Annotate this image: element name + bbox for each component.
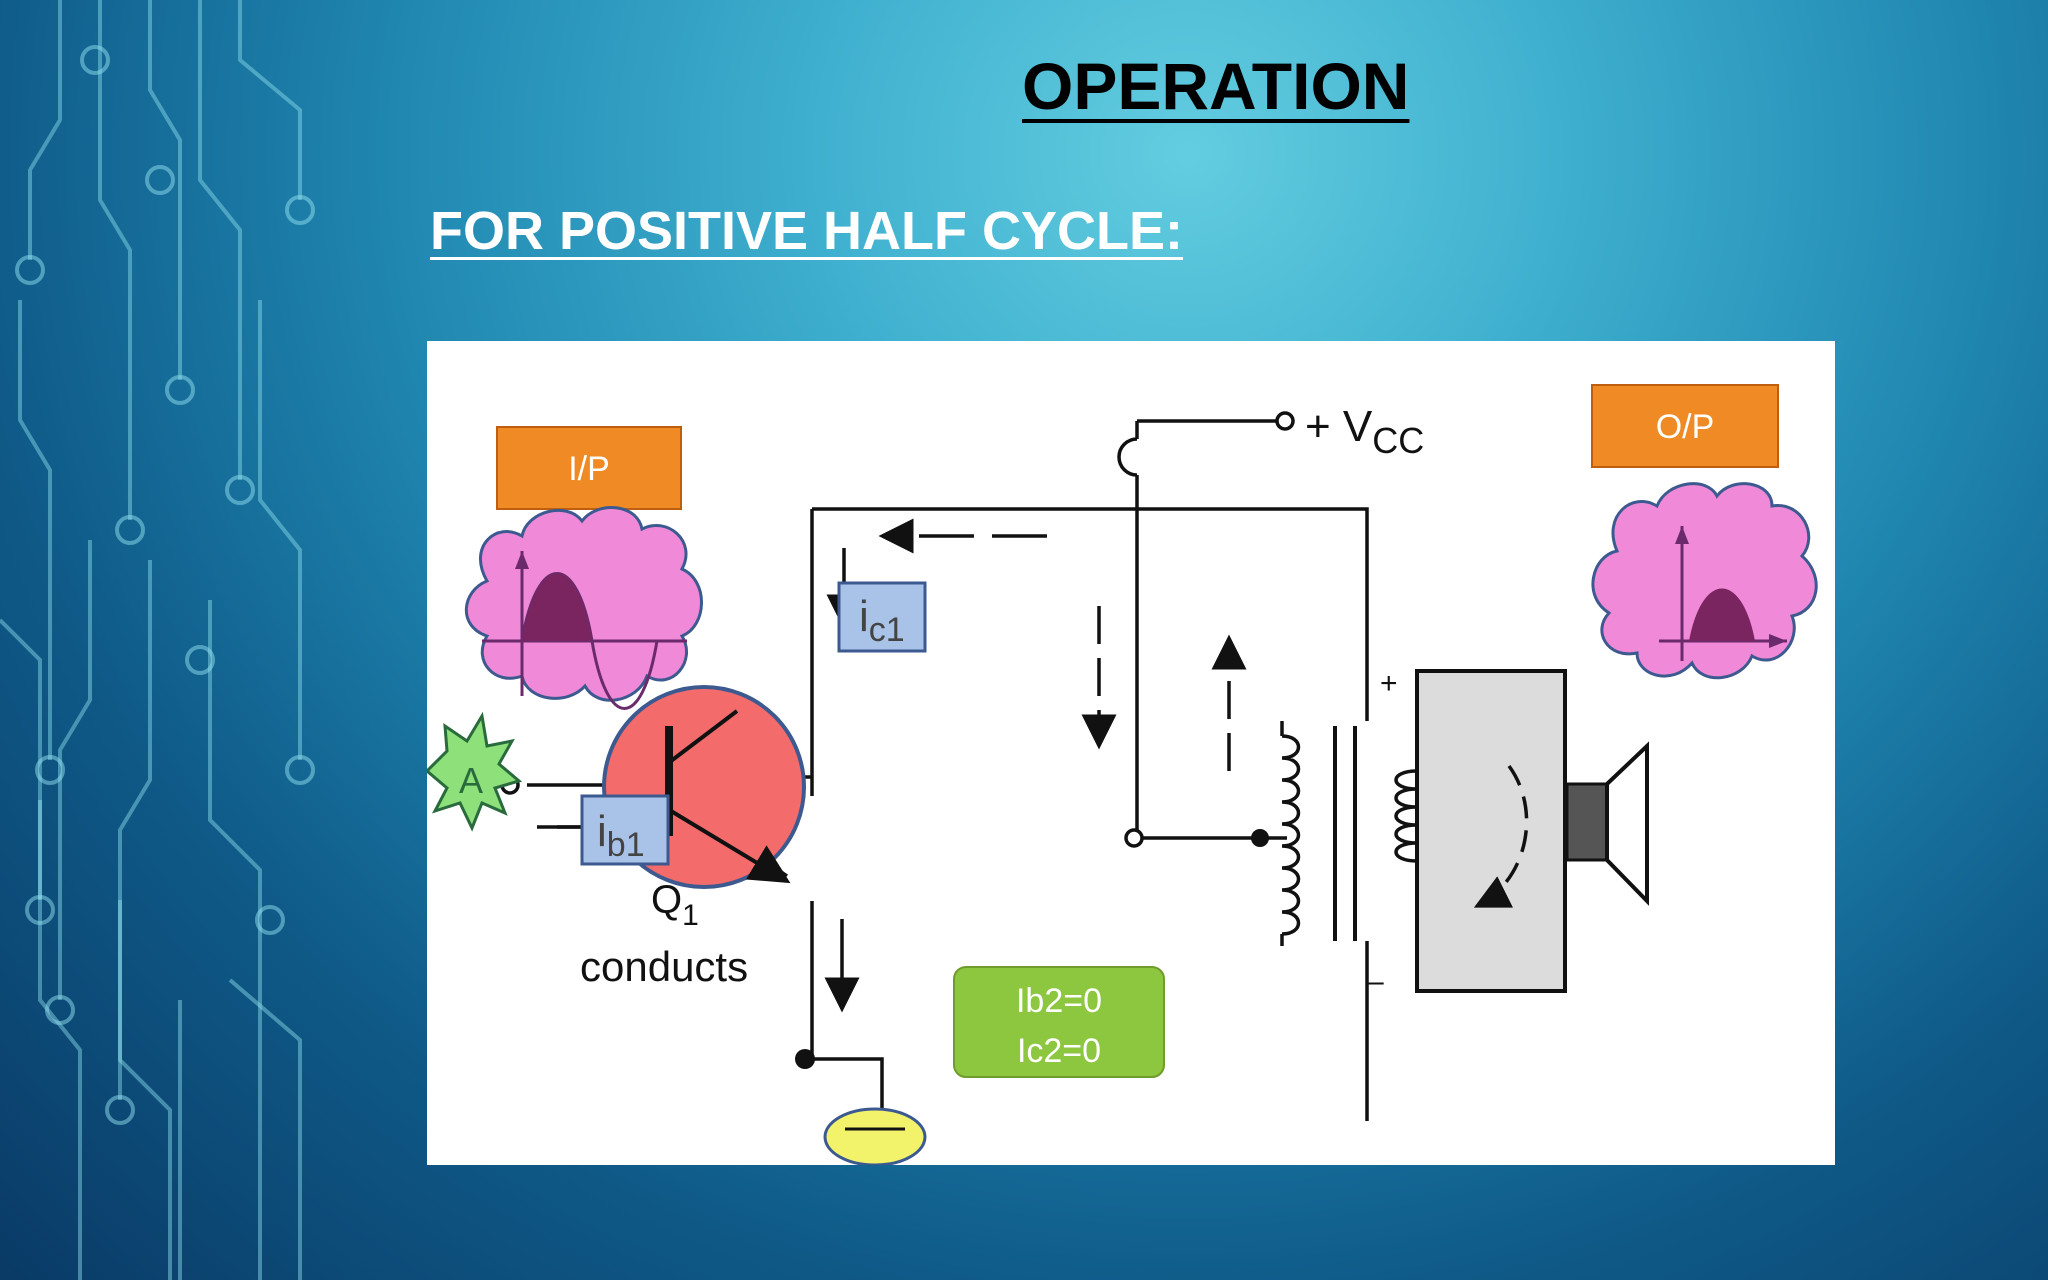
ic1-label-box: [837, 581, 927, 653]
q2-state-box: [953, 966, 1165, 1078]
output-waveform-cloud: [1591, 482, 1818, 680]
q1-state-label: conducts: [580, 943, 748, 990]
input-label: I/P: [568, 450, 610, 488]
transformer-primary-coil: [1280, 721, 1301, 946]
speaker-cone: [1605, 741, 1649, 906]
ib1-label-box: [580, 794, 670, 866]
speaker-enclosure: [1415, 669, 1567, 993]
input-label-box: [496, 426, 682, 510]
push-pull-amplifier-diagram: + – + VCC I/P O/P: [427, 384, 1818, 1165]
q1-label: Q1: [651, 878, 699, 932]
input-waveform-cloud: [464, 506, 703, 710]
speaker-magnet: [1565, 782, 1609, 862]
center-tap-terminal: [1124, 828, 1144, 848]
ib1-label: ib1: [597, 807, 645, 864]
node-a-label: A: [459, 760, 483, 801]
vcc-terminal: [1275, 411, 1295, 431]
node-a-star: A: [427, 711, 523, 832]
circuit-diagram-panel: + – + VCC I/P O/P: [427, 341, 1835, 1165]
plus-sign: +: [1380, 667, 1398, 700]
transformer-secondary-coil: [1394, 769, 1418, 863]
ground-symbol: [823, 1107, 927, 1165]
ic1-label: ic1: [859, 592, 905, 649]
q2-state-line-1: Ib2=0: [1016, 982, 1102, 1020]
coil-junction-node: [1251, 829, 1269, 847]
ground-node: [795, 1049, 815, 1069]
slide-subtitle: FOR POSITIVE HALF CYCLE:: [430, 201, 1184, 261]
slide-title: OPERATION: [1022, 49, 1410, 123]
vcc-label: + VCC: [1305, 402, 1424, 461]
q2-state-line-2: Ic2=0: [1017, 1032, 1101, 1070]
secondary-current-arrow: [1473, 764, 1529, 908]
output-label: O/P: [1656, 408, 1715, 446]
output-label-box: [1591, 384, 1779, 468]
minus-sign: –: [1367, 965, 1384, 998]
transformer-core: [1333, 726, 1357, 941]
